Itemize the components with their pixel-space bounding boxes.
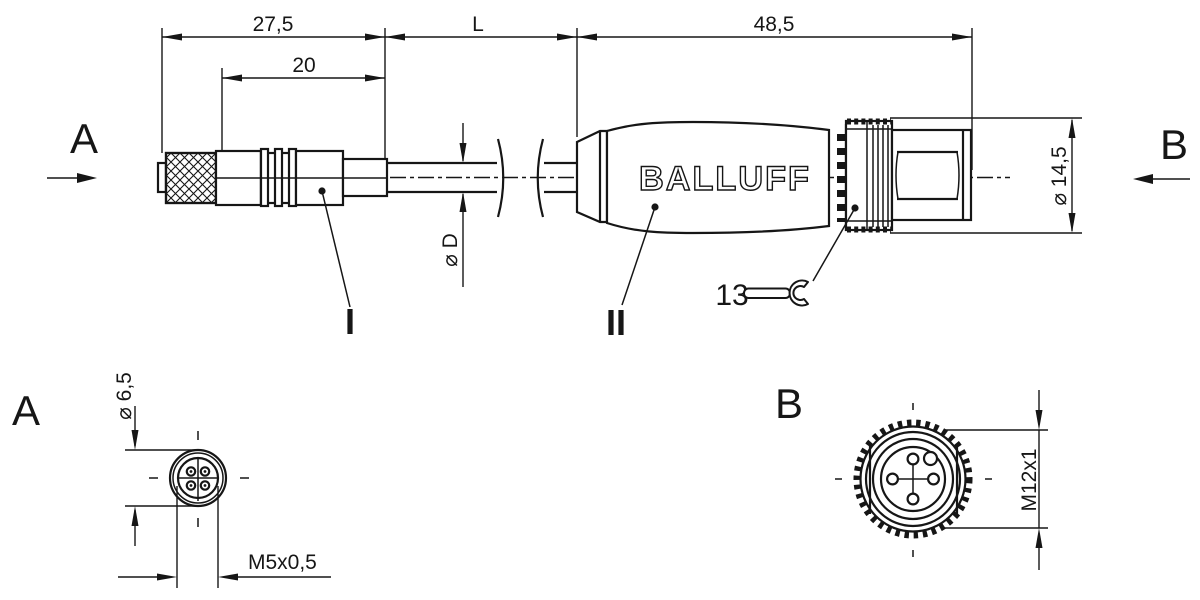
ref-leader-2: II — [606, 203, 659, 343]
m5-knurl-hatch — [164, 151, 218, 205]
strain-relief-cone — [575, 129, 609, 224]
view-direction-a: A — [47, 115, 98, 183]
m5-connector — [156, 147, 389, 208]
balluff-logo-text: BALLUFF — [639, 160, 811, 198]
wrench-callout: 13 — [715, 204, 859, 312]
cable-break-icon — [536, 138, 545, 218]
ref-item-2-label: II — [606, 302, 626, 343]
view-b-letter: B — [1160, 121, 1188, 168]
dimension-lines: 27,5 20 L 48,5 — [161, 13, 973, 170]
view-a-face: A ⌀ 6,5 M5x — [12, 372, 331, 588]
dim-cable-dia-label: ⌀ D — [439, 233, 462, 267]
knurl-serration-ring — [853, 419, 973, 539]
m12-molded-body — [605, 120, 831, 235]
dim-cable-length: L — [472, 13, 484, 36]
cable-break-icon — [496, 138, 505, 218]
dimension-m12-diameter: ⌀ 14,5 — [890, 117, 1082, 234]
view-a-letter: A — [70, 115, 98, 162]
m12-coding-notch — [922, 450, 939, 467]
m12-pins — [885, 450, 940, 506]
ref-item-1-label: I — [345, 301, 355, 342]
view-a-title: A — [12, 387, 40, 434]
ref-leader-1: I — [318, 187, 355, 342]
wrench-icon — [743, 279, 809, 307]
view-b-title: B — [775, 380, 803, 427]
m5-pins — [185, 466, 211, 491]
dim-b-thread-label: M12x1 — [1018, 448, 1041, 511]
wrench-size-label: 13 — [715, 279, 748, 312]
hex-thread-end — [890, 128, 973, 222]
dim-a-thread-label: M5x0,5 — [248, 551, 317, 574]
m5-end-tab — [156, 161, 168, 194]
dim-m12-length: 48,5 — [754, 13, 795, 36]
dim-m5-length: 27,5 — [253, 13, 294, 36]
view-direction-b: B — [1133, 121, 1190, 184]
dim-m5-body: 20 — [292, 54, 315, 77]
view-b-face: B M12x1 — [775, 380, 1048, 570]
m12-connector: BALLUFF — [575, 118, 973, 235]
coupling-nut — [844, 119, 894, 232]
dimension-cable-diameter: ⌀ D — [439, 123, 467, 287]
view-b-arrow-icon — [1133, 174, 1153, 184]
view-a-arrow-icon — [77, 173, 97, 183]
dim-a-dia-label: ⌀ 6,5 — [113, 372, 136, 420]
cable — [387, 138, 577, 218]
dim-m12-dia-label: ⌀ 14,5 — [1048, 146, 1071, 205]
